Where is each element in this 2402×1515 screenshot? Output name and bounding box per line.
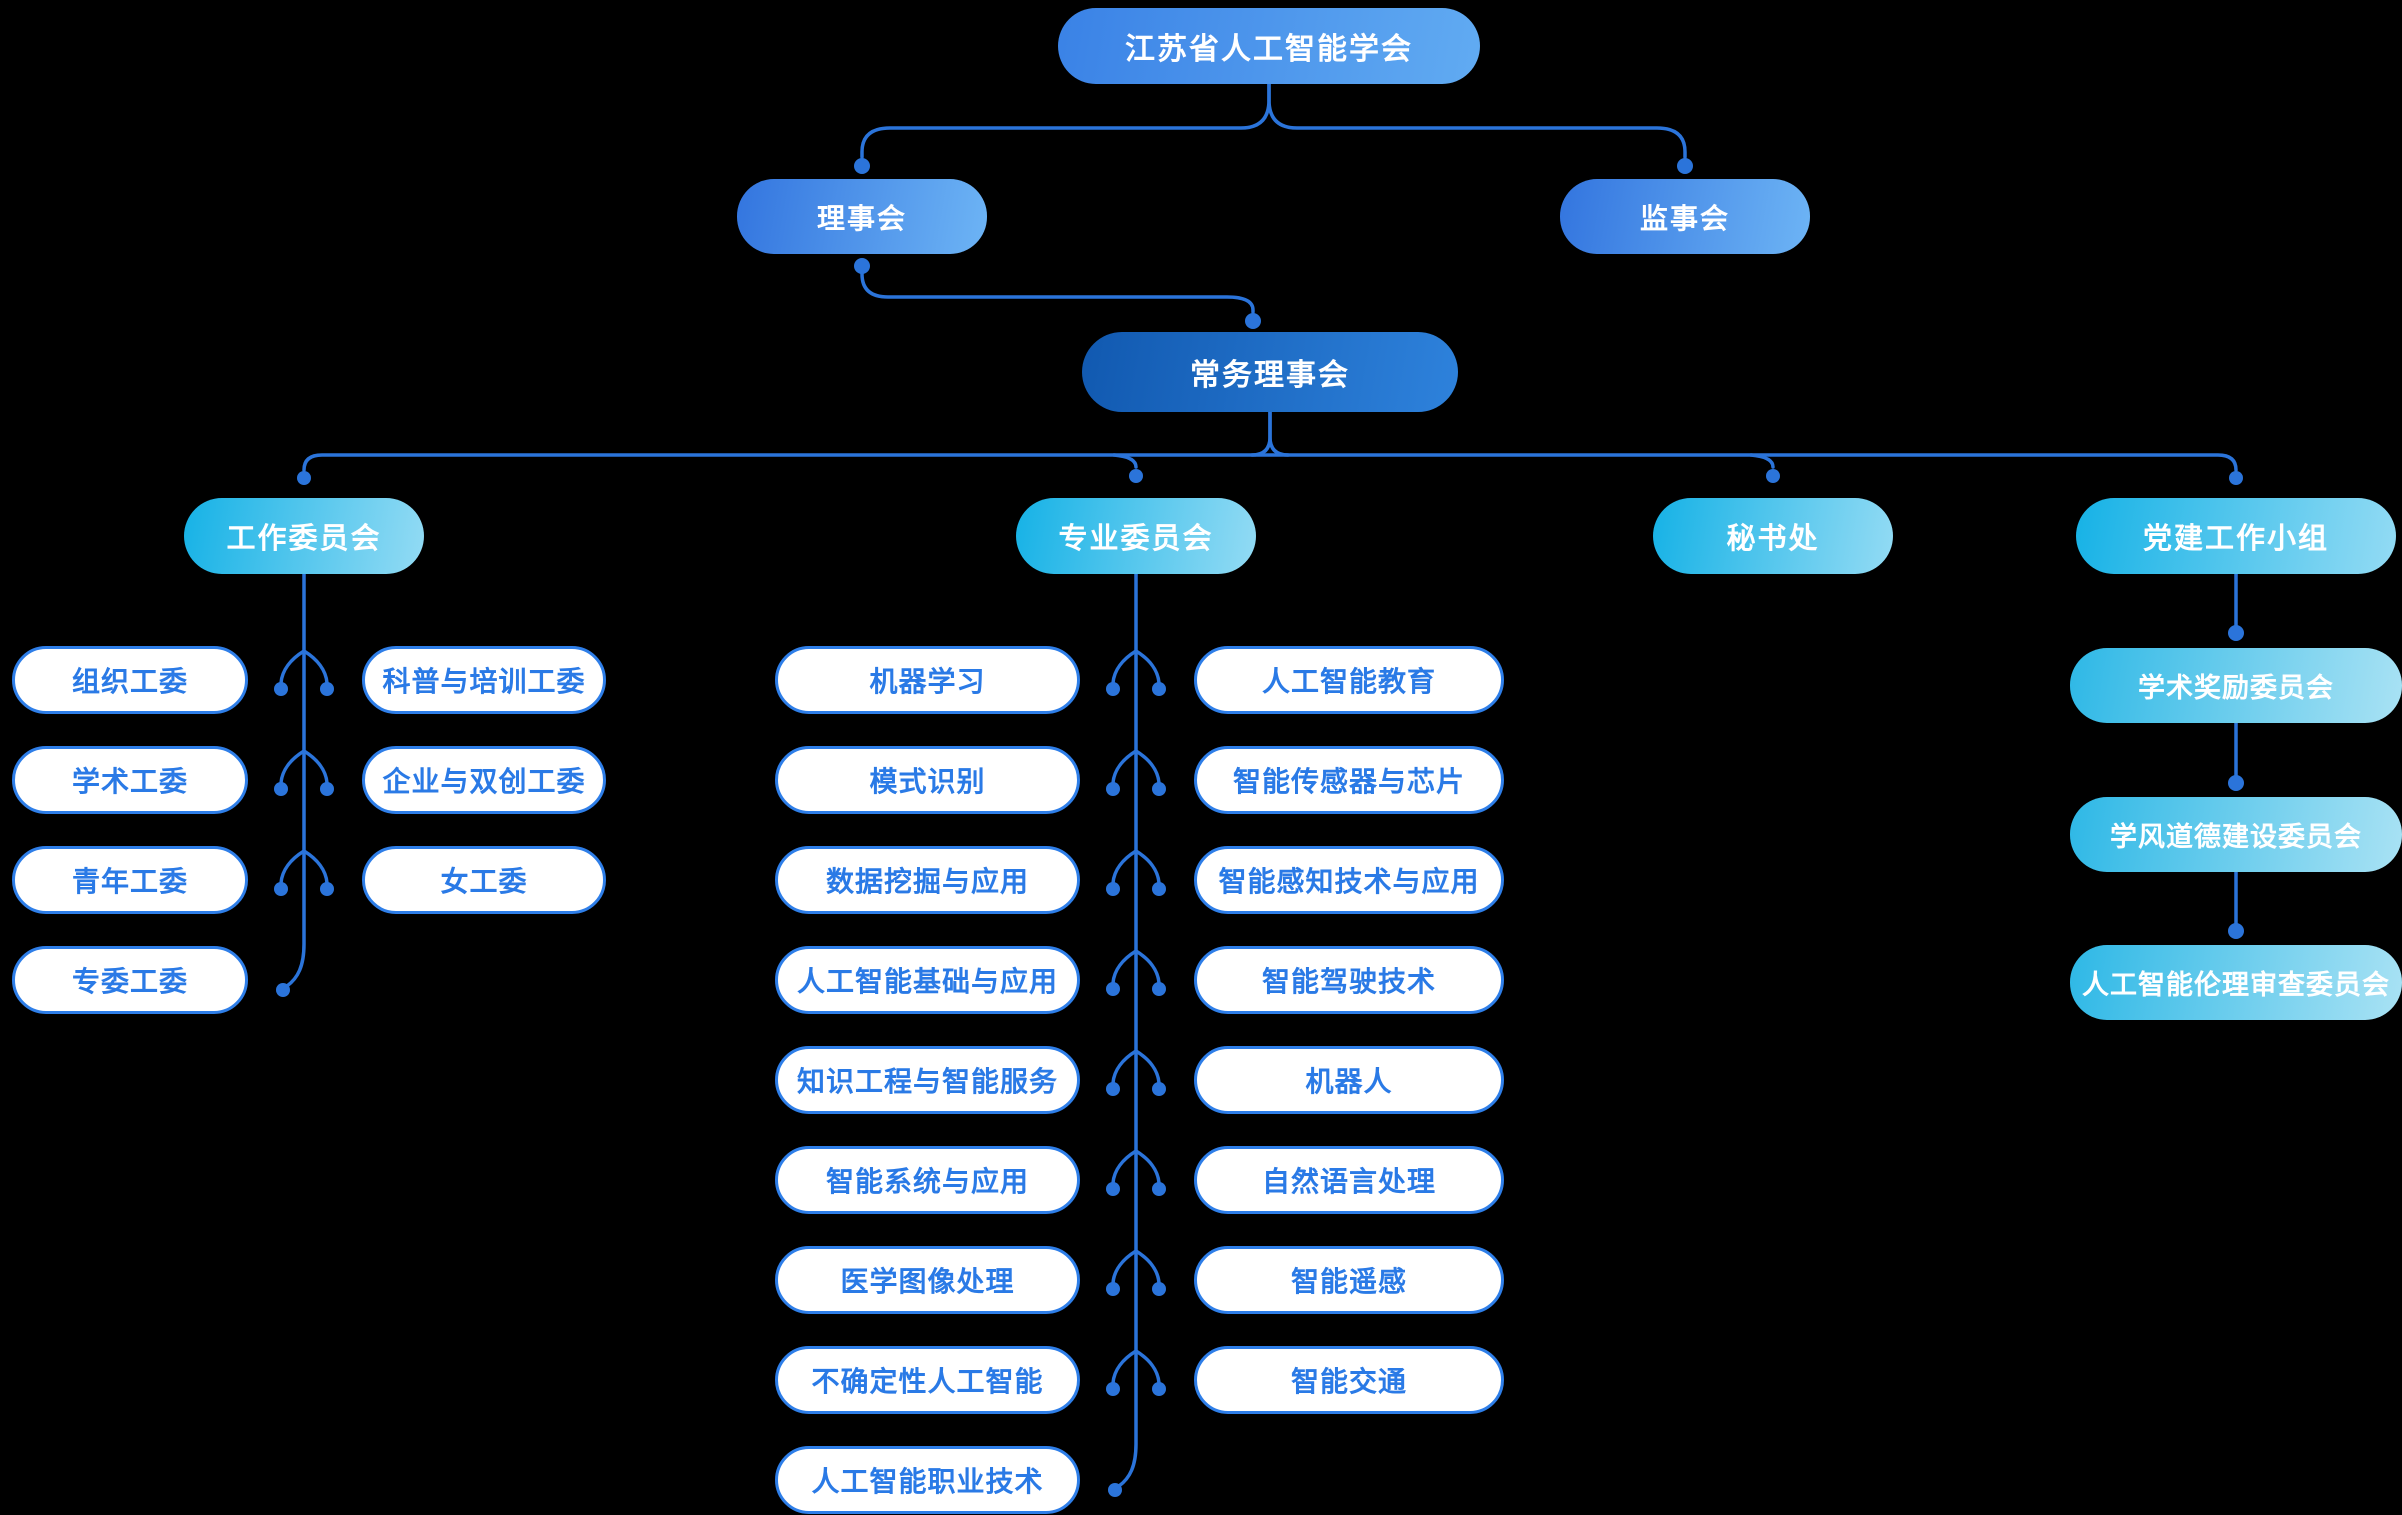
node-youth-wc: 青年工委 — [12, 846, 248, 914]
node-ai-education: 人工智能教育 — [1194, 646, 1504, 714]
node-root: 江苏省人工智能学会 — [1058, 8, 1480, 84]
node-work-committee: 工作委员会 — [184, 498, 424, 574]
node-special-wc: 专委工委 — [12, 946, 248, 1014]
node-standing-council: 常务理事会 — [1082, 332, 1458, 412]
node-intelligent-perception: 智能感知技术与应用 — [1194, 846, 1504, 914]
node-pattern-recognition: 模式识别 — [775, 746, 1080, 814]
node-party-group: 党建工作小组 — [2076, 498, 2396, 574]
connector-dots — [274, 158, 2244, 1497]
node-women-wc: 女工委 — [362, 846, 606, 914]
node-council: 理事会 — [737, 179, 987, 254]
node-academic-award-committee: 学术奖励委员会 — [2070, 648, 2402, 723]
node-uncertain-ai: 不确定性人工智能 — [775, 1346, 1080, 1414]
node-supervisory-board: 监事会 — [1560, 179, 1810, 254]
node-academic-ethics-committee: 学风道德建设委员会 — [2070, 797, 2402, 872]
node-scipop-training-wc: 科普与培训工委 — [362, 646, 606, 714]
node-knowledge-engineering: 知识工程与智能服务 — [775, 1046, 1080, 1114]
node-smart-sensors: 智能传感器与芯片 — [1194, 746, 1504, 814]
node-remote-sensing: 智能遥感 — [1194, 1246, 1504, 1314]
node-data-mining: 数据挖掘与应用 — [775, 846, 1080, 914]
node-machine-learning: 机器学习 — [775, 646, 1080, 714]
node-organization-wc: 组织工委 — [12, 646, 248, 714]
node-intelligent-transport: 智能交通 — [1194, 1346, 1504, 1414]
node-nlp: 自然语言处理 — [1194, 1146, 1504, 1214]
node-secretariat: 秘书处 — [1653, 498, 1893, 574]
node-medical-imaging: 医学图像处理 — [775, 1246, 1080, 1314]
node-ai-foundation: 人工智能基础与应用 — [775, 946, 1080, 1014]
node-academic-wc: 学术工委 — [12, 746, 248, 814]
node-ai-ethics-review-committee: 人工智能伦理审查委员会 — [2070, 945, 2402, 1020]
node-intelligent-systems: 智能系统与应用 — [775, 1146, 1080, 1214]
connector-lines — [279, 82, 2238, 1488]
node-professional-committee: 专业委员会 — [1016, 498, 1256, 574]
node-intelligent-driving: 智能驾驶技术 — [1194, 946, 1504, 1014]
node-ai-vocational: 人工智能职业技术 — [775, 1446, 1080, 1514]
node-enterprise-innovation-wc: 企业与双创工委 — [362, 746, 606, 814]
node-robotics: 机器人 — [1194, 1046, 1504, 1114]
